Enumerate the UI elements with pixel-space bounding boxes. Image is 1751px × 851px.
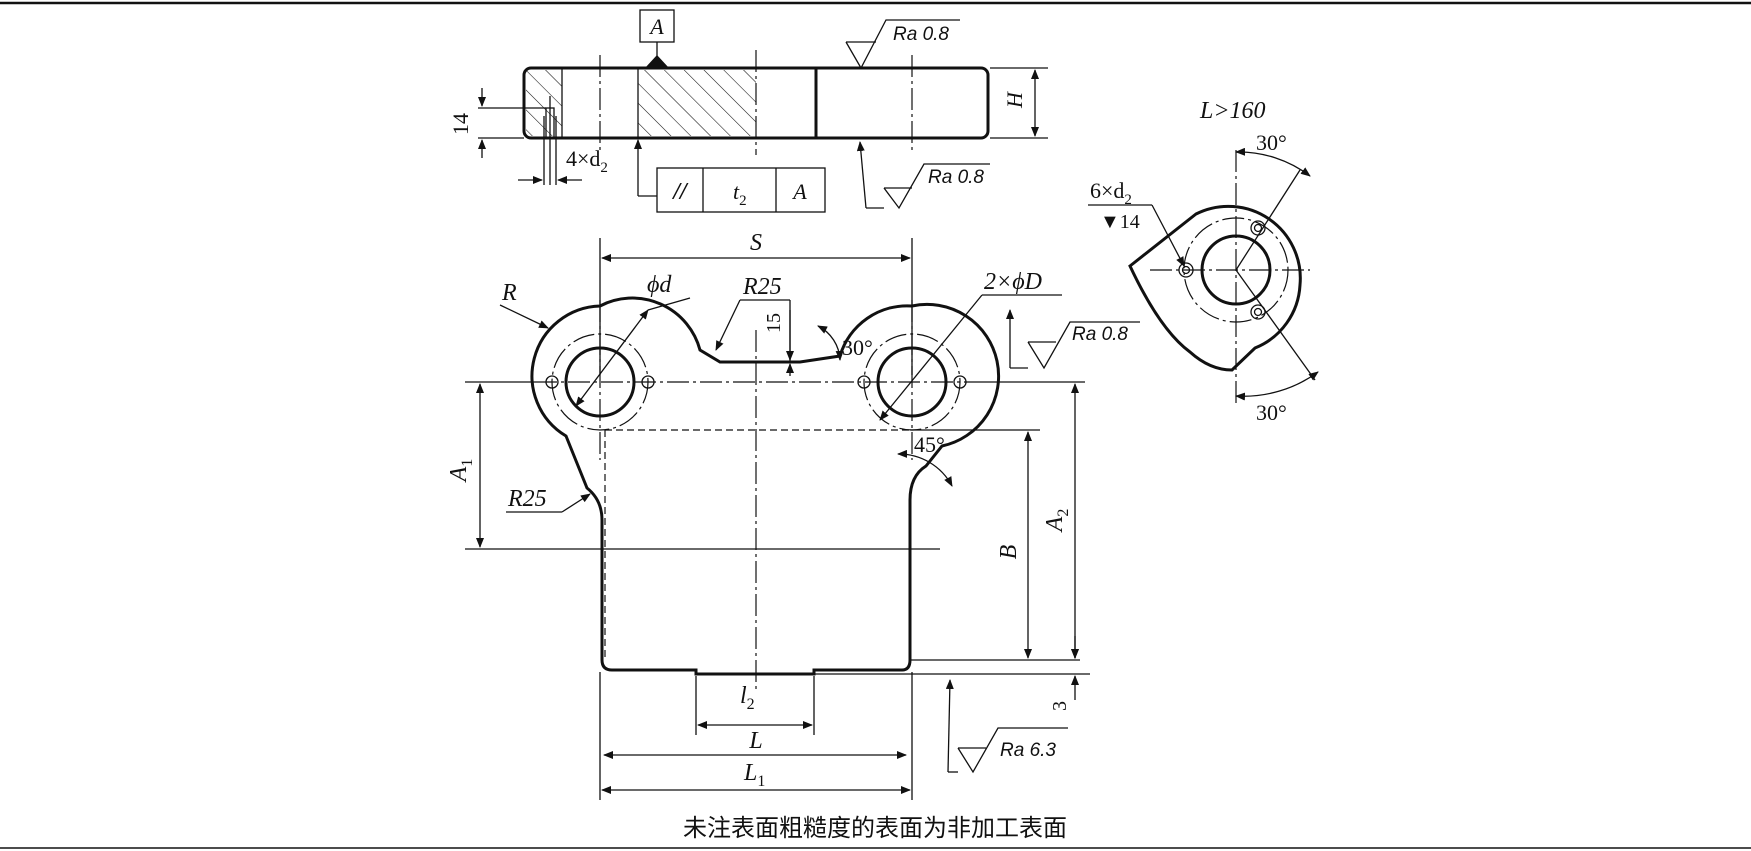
side-depth-label: ▼14 <box>1100 211 1140 233</box>
roughness-bottom-label: Ra 0.8 <box>928 167 984 188</box>
dim-L1-label: L1 <box>743 760 765 790</box>
roughness-right-label: Ra 0.8 <box>1072 324 1128 345</box>
side-part-outline <box>1128 204 1302 372</box>
radius-R-label: R <box>501 280 517 306</box>
caption: 未注表面粗糙度的表面为非加工表面 <box>683 814 1067 842</box>
tolerance-datum: A <box>791 179 807 204</box>
tolerance-frame <box>656 167 826 213</box>
parallelism-symbol: // <box>671 179 689 205</box>
holes-2xD-label: 2×ϕD <box>984 269 1042 295</box>
phi-d-label: ϕd <box>647 272 672 298</box>
part-outline <box>530 296 1001 676</box>
side-length-label: L>160 <box>1199 98 1266 124</box>
depth-14-label: 14 <box>448 113 473 135</box>
side-hole-3 <box>1250 304 1266 320</box>
roughness-top-symbol <box>845 19 960 70</box>
dim-A2-label: A2 <box>1042 509 1072 534</box>
dim-15-label: 15 <box>763 313 785 333</box>
span-S-label: S <box>750 230 762 256</box>
dim-l2-label: l2 <box>740 683 755 713</box>
datum-triangle <box>645 55 669 68</box>
side-angle-bottom-label: 30° <box>1256 400 1287 425</box>
roughness-top-label: Ra 0.8 <box>893 24 949 45</box>
side-angle-top-label: 30° <box>1256 130 1287 155</box>
datum-label: A <box>648 14 664 39</box>
holes-4xd2-label: 4×d2 <box>566 146 608 176</box>
dim-A1-label: A1 <box>446 459 476 484</box>
roughness-base-label: Ra 6.3 <box>1000 740 1056 761</box>
section-hatch-middle <box>638 70 756 136</box>
angle-30-label: 30° <box>842 335 873 360</box>
angle-45-label: 45° <box>914 432 945 457</box>
dim-L-label: L <box>748 728 762 754</box>
front-view: S R ϕd R25 15 30° 2×ϕD Ra 0.8 <box>446 230 1140 800</box>
roughness-right-symbol <box>1027 321 1140 370</box>
dim-3-label: 3 <box>1049 701 1071 711</box>
roughness-base-symbol <box>957 727 1068 774</box>
side-holes-label: 6×d2 <box>1090 178 1132 208</box>
side-detail-view: 30° 30° L>160 6×d2 ▼14 <box>1088 98 1319 425</box>
radius-R25-side-label: R25 <box>507 486 547 512</box>
radius-R25-top-label: R25 <box>742 274 782 300</box>
tolerance-value: t2 <box>733 179 747 209</box>
roughness-bottom-symbol <box>883 163 990 210</box>
height-label: H <box>1002 91 1027 109</box>
section-view: A H 14 4×d2 // t2 A Ra 0.8 R <box>448 9 1048 213</box>
dim-B-label: B <box>996 544 1022 559</box>
